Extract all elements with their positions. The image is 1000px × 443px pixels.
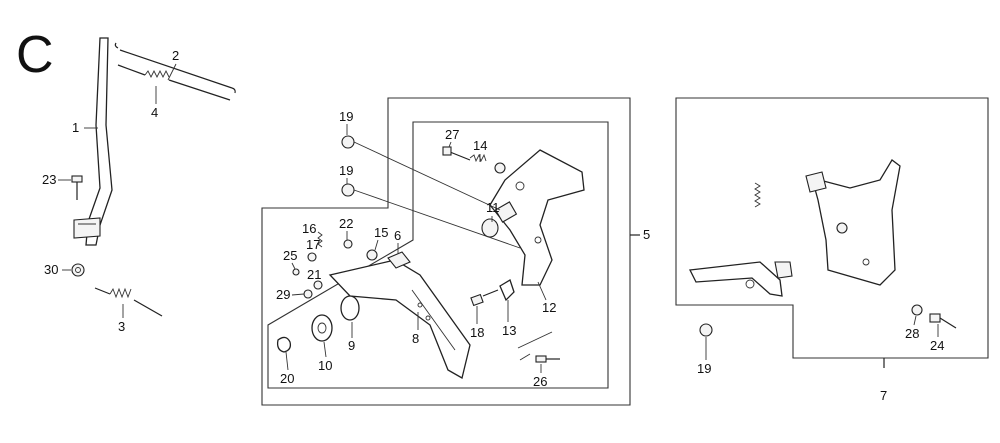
part-26-bolt xyxy=(535,355,547,363)
callout-2: 2 xyxy=(172,48,179,63)
callout-19-b: 19 xyxy=(339,163,353,178)
part-2-wire xyxy=(119,49,233,89)
part-18-bolt xyxy=(470,293,484,307)
callout-11: 11 xyxy=(486,200,500,215)
part-14-spring xyxy=(469,153,487,163)
callout-7: 7 xyxy=(880,388,887,403)
part-6-lever xyxy=(387,251,411,269)
callout-17: 17 xyxy=(306,237,320,252)
callout-19-c: 19 xyxy=(697,361,711,376)
part-23-bolt-head xyxy=(71,175,83,183)
part-1-bracket xyxy=(73,217,101,239)
governor-assembly-box xyxy=(261,97,640,406)
callout-19-a: 19 xyxy=(339,109,353,124)
callout-15: 15 xyxy=(374,225,388,240)
part-10-collar xyxy=(311,314,333,342)
callout-20: 20 xyxy=(280,371,294,386)
callout-22: 22 xyxy=(339,216,353,231)
part-19-bolt-upper xyxy=(341,135,355,149)
callout-6: 6 xyxy=(394,228,401,243)
callout-14: 14 xyxy=(473,138,487,153)
part-11-collar xyxy=(481,218,499,238)
part-7-spring xyxy=(754,182,761,208)
control-assembly-box xyxy=(675,97,989,368)
part-3-spring xyxy=(109,287,132,299)
part-20-clip xyxy=(276,336,292,353)
part-17-pin xyxy=(307,252,317,262)
callout-12: 12 xyxy=(542,300,556,315)
callout-16: 16 xyxy=(302,221,316,236)
part-16-spring xyxy=(317,231,323,248)
part-15-bolt xyxy=(366,249,378,261)
callout-3: 3 xyxy=(118,319,125,334)
callout-26: 26 xyxy=(533,374,547,389)
part-9-washer xyxy=(340,295,360,321)
callout-27: 27 xyxy=(445,127,459,142)
callout-10: 10 xyxy=(318,358,332,373)
part-24-bolt-head xyxy=(929,313,941,323)
part-30-nut xyxy=(71,263,85,277)
callout-8: 8 xyxy=(412,331,419,346)
callout-30: 30 xyxy=(44,262,58,277)
part-7-plate xyxy=(811,159,901,286)
callout-25: 25 xyxy=(283,248,297,263)
callout-29: 29 xyxy=(276,287,290,302)
callout-4: 4 xyxy=(151,105,158,120)
box-5-inner xyxy=(267,121,609,389)
part-1-rod xyxy=(85,37,113,246)
box-5 xyxy=(261,97,631,406)
part-21-washer xyxy=(313,280,323,290)
part-7-lever xyxy=(689,261,783,297)
part-22-nut xyxy=(343,239,353,249)
callout-28: 28 xyxy=(905,326,919,341)
part-19-bolt-right xyxy=(699,323,713,337)
part-25-pin xyxy=(292,268,300,276)
callout-13: 13 xyxy=(502,323,516,338)
part-8-governor-arm xyxy=(328,259,471,379)
callout-5: 5 xyxy=(643,227,650,242)
throttle-rod-assembly xyxy=(71,37,236,317)
callout-labels: 1 2 3 4 5 6 7 8 9 10 11 12 13 14 15 16 1… xyxy=(42,48,944,403)
part-4-spring xyxy=(144,69,170,79)
callout-18: 18 xyxy=(470,325,484,340)
callout-21: 21 xyxy=(307,267,321,282)
part-19-bolt-lower xyxy=(341,183,355,197)
section-letter: C xyxy=(16,26,54,84)
part-29-nut xyxy=(303,289,313,299)
callout-1: 1 xyxy=(72,120,79,135)
callout-24: 24 xyxy=(930,338,944,353)
part-28-washer xyxy=(911,304,923,316)
callout-9: 9 xyxy=(348,338,355,353)
box-7 xyxy=(675,97,989,359)
callout-23: 23 xyxy=(42,172,56,187)
part-27-bolt xyxy=(442,146,452,156)
part-13-nut xyxy=(499,279,515,302)
